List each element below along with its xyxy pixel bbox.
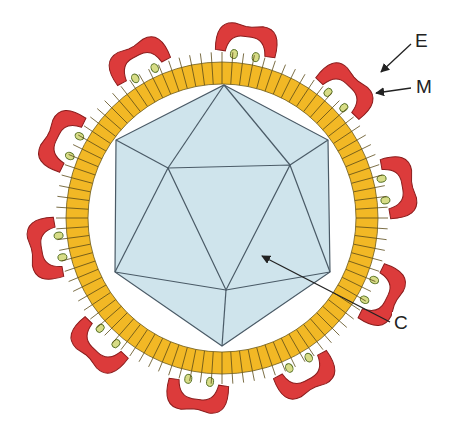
- envelope-proteins: [25, 21, 420, 416]
- lipid-membrane: [77, 73, 367, 363]
- part-label: M: [414, 76, 434, 97]
- capsid: [115, 85, 330, 346]
- part-label: C: [392, 312, 410, 333]
- membrane-stripes: [56, 52, 388, 384]
- part-label: E: [413, 30, 430, 51]
- leader-lines: [262, 44, 411, 322]
